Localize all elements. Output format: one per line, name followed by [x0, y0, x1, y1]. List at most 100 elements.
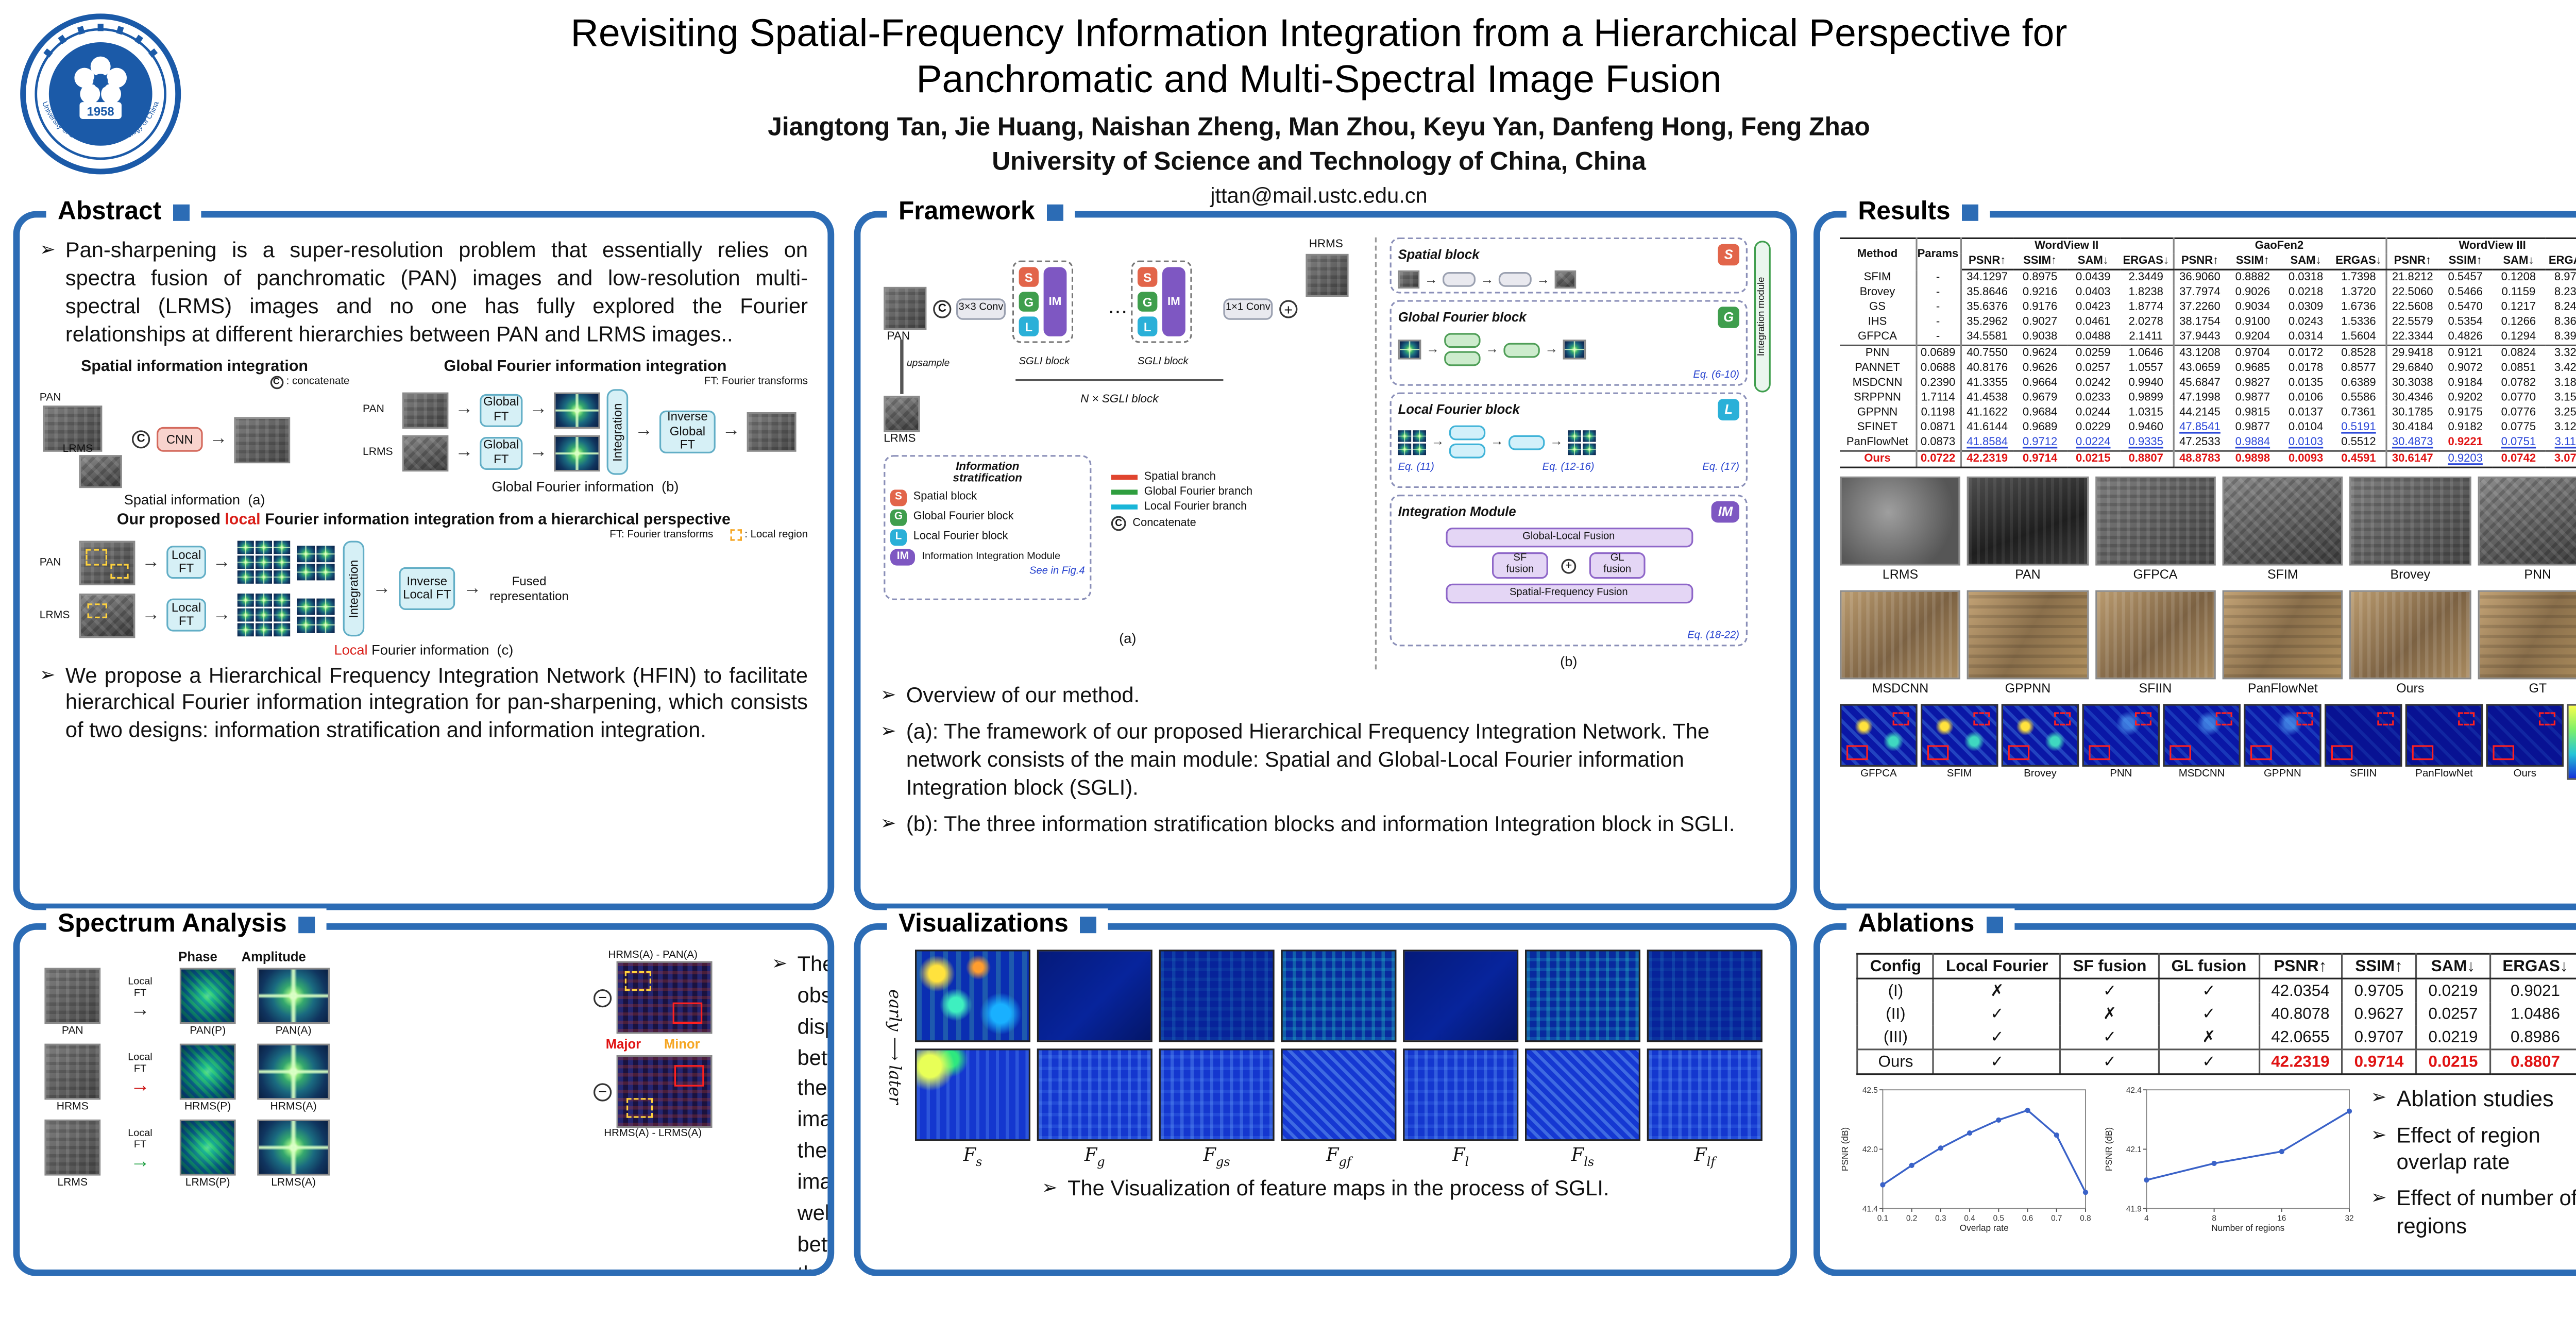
value-cell: 0.9704	[2226, 344, 2279, 361]
local-ft-arrow: Local FT→	[115, 1044, 165, 1095]
arrow-icon	[1485, 343, 1499, 357]
feature-map-Flf-row1	[1647, 950, 1762, 1042]
pan-label: PAN	[887, 331, 910, 343]
integration-module-title: Integration Module	[1398, 504, 1516, 519]
svg-text:0.8: 0.8	[2080, 1214, 2091, 1223]
metric-header: SAM↓	[2492, 253, 2545, 270]
zoom-region-box	[2331, 745, 2353, 760]
value-cell: -	[1916, 300, 1961, 315]
value-cell: 43.1208	[2173, 344, 2226, 361]
value-cell: 0.5457	[2448, 272, 2483, 284]
value-cell: 0.9685	[2235, 363, 2270, 375]
value-cell: 1.0315	[2120, 405, 2174, 420]
arrow-icon	[463, 580, 481, 598]
major-region-box	[672, 1002, 703, 1024]
method-cell: PANNET	[1840, 361, 1917, 376]
framework-bullet-3: (b): The three information stratificatio…	[906, 810, 1735, 835]
image	[2222, 476, 2344, 566]
result-image-GT: GT	[2477, 590, 2576, 696]
depth-axis: early later	[880, 950, 907, 1144]
spectrum-diff-column: HRMS(A) - PAN(A) Major Minor	[547, 950, 758, 1270]
metric-header: SSIM↑	[2226, 253, 2279, 270]
eq-11: Eq. (11)	[1398, 462, 1434, 474]
arrow-icon: →	[130, 1073, 150, 1096]
value-cell: 42.0354	[2258, 978, 2343, 1003]
error-map-SFIM: SFIM	[1921, 704, 1998, 780]
ablation-header: SAM↓	[2415, 953, 2491, 979]
svg-text:0.3: 0.3	[1935, 1214, 1946, 1223]
result-image-Ours: Ours	[2350, 590, 2471, 696]
value-cell: 3.2593	[2554, 407, 2576, 419]
mini-local-grid	[1398, 429, 1426, 454]
value-cell: 42.2319	[1960, 450, 2013, 468]
image-label: PanFlowNet	[2247, 681, 2318, 696]
svg-text:0.2: 0.2	[1906, 1214, 1917, 1223]
value-cell: 3.0786	[2545, 450, 2576, 468]
value-cell: 1.0557	[2120, 361, 2174, 376]
image-label: SFIIN	[2139, 681, 2172, 696]
value-cell: 8.2433	[2554, 301, 2576, 313]
zoom-region-box-dashed	[2054, 712, 2071, 725]
svg-text:42.5: 42.5	[1862, 1086, 1878, 1095]
value-cell: 0.9684	[2022, 407, 2058, 419]
result-image-GFPCA: GFPCA	[2095, 476, 2216, 582]
value-cell: 8.2331	[2554, 286, 2576, 299]
value-cell: 0.0873	[1916, 435, 1961, 451]
image-label: PNN	[2524, 567, 2552, 582]
ft-note: FT: Fourier transforms	[609, 528, 714, 540]
abstract-figure-ab: Spatial information integration : concat…	[40, 357, 808, 507]
value-cell: 3.4263	[2554, 363, 2576, 375]
legend-global-block: Global Fourier block	[913, 511, 1014, 523]
value-cell: 3.1142	[2554, 437, 2576, 449]
value-cell: 0.1159	[2501, 286, 2536, 299]
feature-map-Fls-row2	[1525, 1049, 1640, 1141]
value-cell: 8.9730	[2554, 272, 2576, 284]
framework-bullet-1: Overview of our method.	[906, 682, 1140, 707]
value-cell: 0.0689	[1916, 344, 1961, 361]
value-cell: 1.0646	[2120, 344, 2174, 361]
value-cell: 0.9679	[2022, 392, 2058, 404]
value-cell: 0.9714	[2341, 1049, 2417, 1075]
value-cell: 0.0824	[2492, 344, 2545, 361]
value-cell: 0.1266	[2501, 316, 2536, 328]
value-cell: 0.5512	[2332, 435, 2387, 451]
authors: Jiangtong Tan, Jie Huang, Naishan Zheng,…	[768, 114, 1870, 143]
value-cell: 0.0215	[2066, 450, 2120, 468]
LRMS-image	[44, 1119, 101, 1176]
method-cell: PanFlowNet	[1840, 435, 1917, 451]
pan-label: PAN	[39, 392, 61, 403]
value-cell: 35.2962	[1967, 316, 2008, 328]
value-cell: 0.0219	[2415, 1025, 2491, 1050]
eq-18-22: Eq. (18-22)	[1687, 630, 1739, 641]
ablations-panel-title: Ablations	[1846, 908, 2014, 943]
value-cell: 0.9021	[2489, 978, 2576, 1003]
spatial-block-icon: S	[890, 489, 907, 506]
inverse-local-ft-box: Inverse Local FT	[399, 567, 455, 611]
gl-fusion-box: GL fusion	[1589, 552, 1646, 579]
l-badge: L	[1718, 399, 1739, 420]
visualizations-bullet: The Visualization of feature maps in the…	[1067, 1176, 1609, 1201]
zoom-region-box	[2008, 745, 2030, 760]
sgli-block-1: S G L IM	[1012, 260, 1074, 343]
error-map-label: Brovey	[2024, 768, 2057, 780]
lrms-label: LRMS	[884, 433, 916, 445]
value-cell: 41.3355	[1967, 377, 2008, 390]
value-cell: 0.0314	[2288, 331, 2324, 343]
global-local-fusion-box: Global-Local Fusion	[1445, 528, 1692, 548]
error-map-image	[1921, 704, 1998, 767]
num-regions-bullet: Effect of number of regions	[2396, 1186, 2576, 1239]
value-cell: 0.0742	[2492, 450, 2545, 468]
value-cell: 2.1411	[2120, 330, 2174, 346]
zoom-region-box-dashed	[1892, 712, 1909, 725]
result-image-SFIIN: SFIIN	[2095, 590, 2216, 696]
error-map-label: GPPNN	[2264, 768, 2301, 780]
spatial-block-icon: S	[1019, 267, 1039, 287]
hrms-image	[1306, 253, 1349, 297]
